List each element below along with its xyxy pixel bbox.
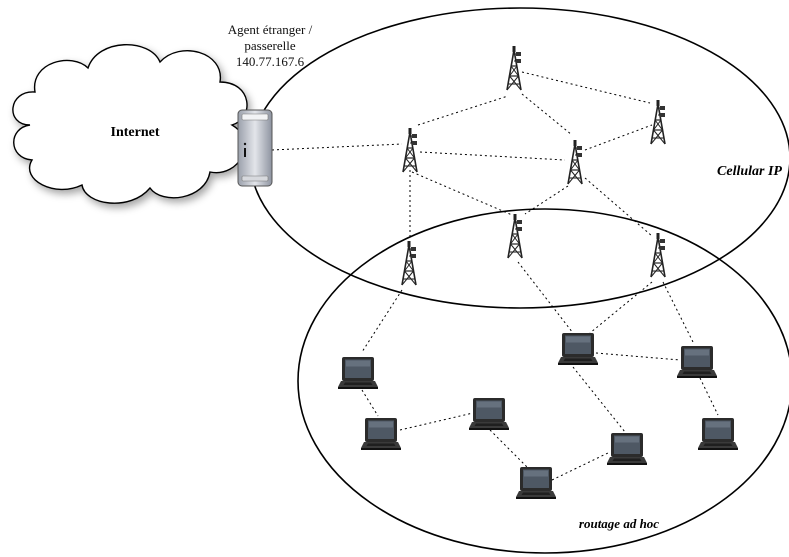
laptop-icon[interactable] (558, 333, 598, 365)
link (417, 95, 509, 126)
server-icon (237, 109, 273, 187)
cell-tower-icon[interactable] (567, 139, 583, 185)
link-gateway-tower (271, 143, 403, 151)
adhoc-region (297, 208, 789, 554)
link (521, 93, 573, 136)
gateway-label-line1: Agent étranger / (227, 22, 313, 37)
cell-tower-icon[interactable] (507, 213, 523, 259)
adhoc-label: routage ad hoc (579, 516, 659, 531)
link (524, 185, 569, 215)
link (489, 429, 529, 469)
gateway-server[interactable] (237, 109, 273, 187)
link (419, 151, 566, 161)
link (589, 281, 653, 334)
link (595, 352, 681, 361)
link (699, 377, 719, 416)
laptop-icon[interactable] (607, 433, 647, 465)
laptop-icon[interactable] (469, 398, 509, 430)
cell-tower-icon[interactable] (402, 127, 418, 173)
link (521, 71, 651, 104)
cell-towers (401, 45, 666, 286)
cellular-ip-label: Cellular IP (717, 164, 782, 179)
link (584, 177, 653, 237)
internet-label: Internet (111, 125, 160, 140)
cell-tower-icon[interactable] (401, 240, 417, 286)
laptop-icon[interactable] (361, 418, 401, 450)
cell-tower-icon[interactable] (506, 45, 522, 91)
links (271, 71, 719, 481)
link (572, 366, 626, 433)
internet-cloud (12, 44, 248, 204)
link (361, 289, 403, 353)
cell-tower-icon[interactable] (650, 232, 666, 278)
link (399, 412, 474, 431)
laptop-icon[interactable] (698, 418, 738, 450)
cell-tower-icon[interactable] (650, 99, 666, 145)
laptop-icon[interactable] (677, 346, 717, 378)
laptop-icon[interactable] (338, 357, 378, 389)
link (411, 171, 513, 216)
link (662, 281, 695, 345)
link (551, 451, 611, 481)
link (517, 261, 574, 334)
laptops (338, 333, 738, 499)
gateway-label-line2: passerelle (244, 38, 296, 53)
laptop-icon[interactable] (516, 467, 556, 499)
link (584, 124, 653, 151)
link (361, 389, 379, 417)
gateway-label: Agent étranger / passerelle 140.77.167.6 (200, 22, 340, 70)
cloud-icon (12, 44, 248, 204)
gateway-ip: 140.77.167.6 (235, 54, 305, 69)
